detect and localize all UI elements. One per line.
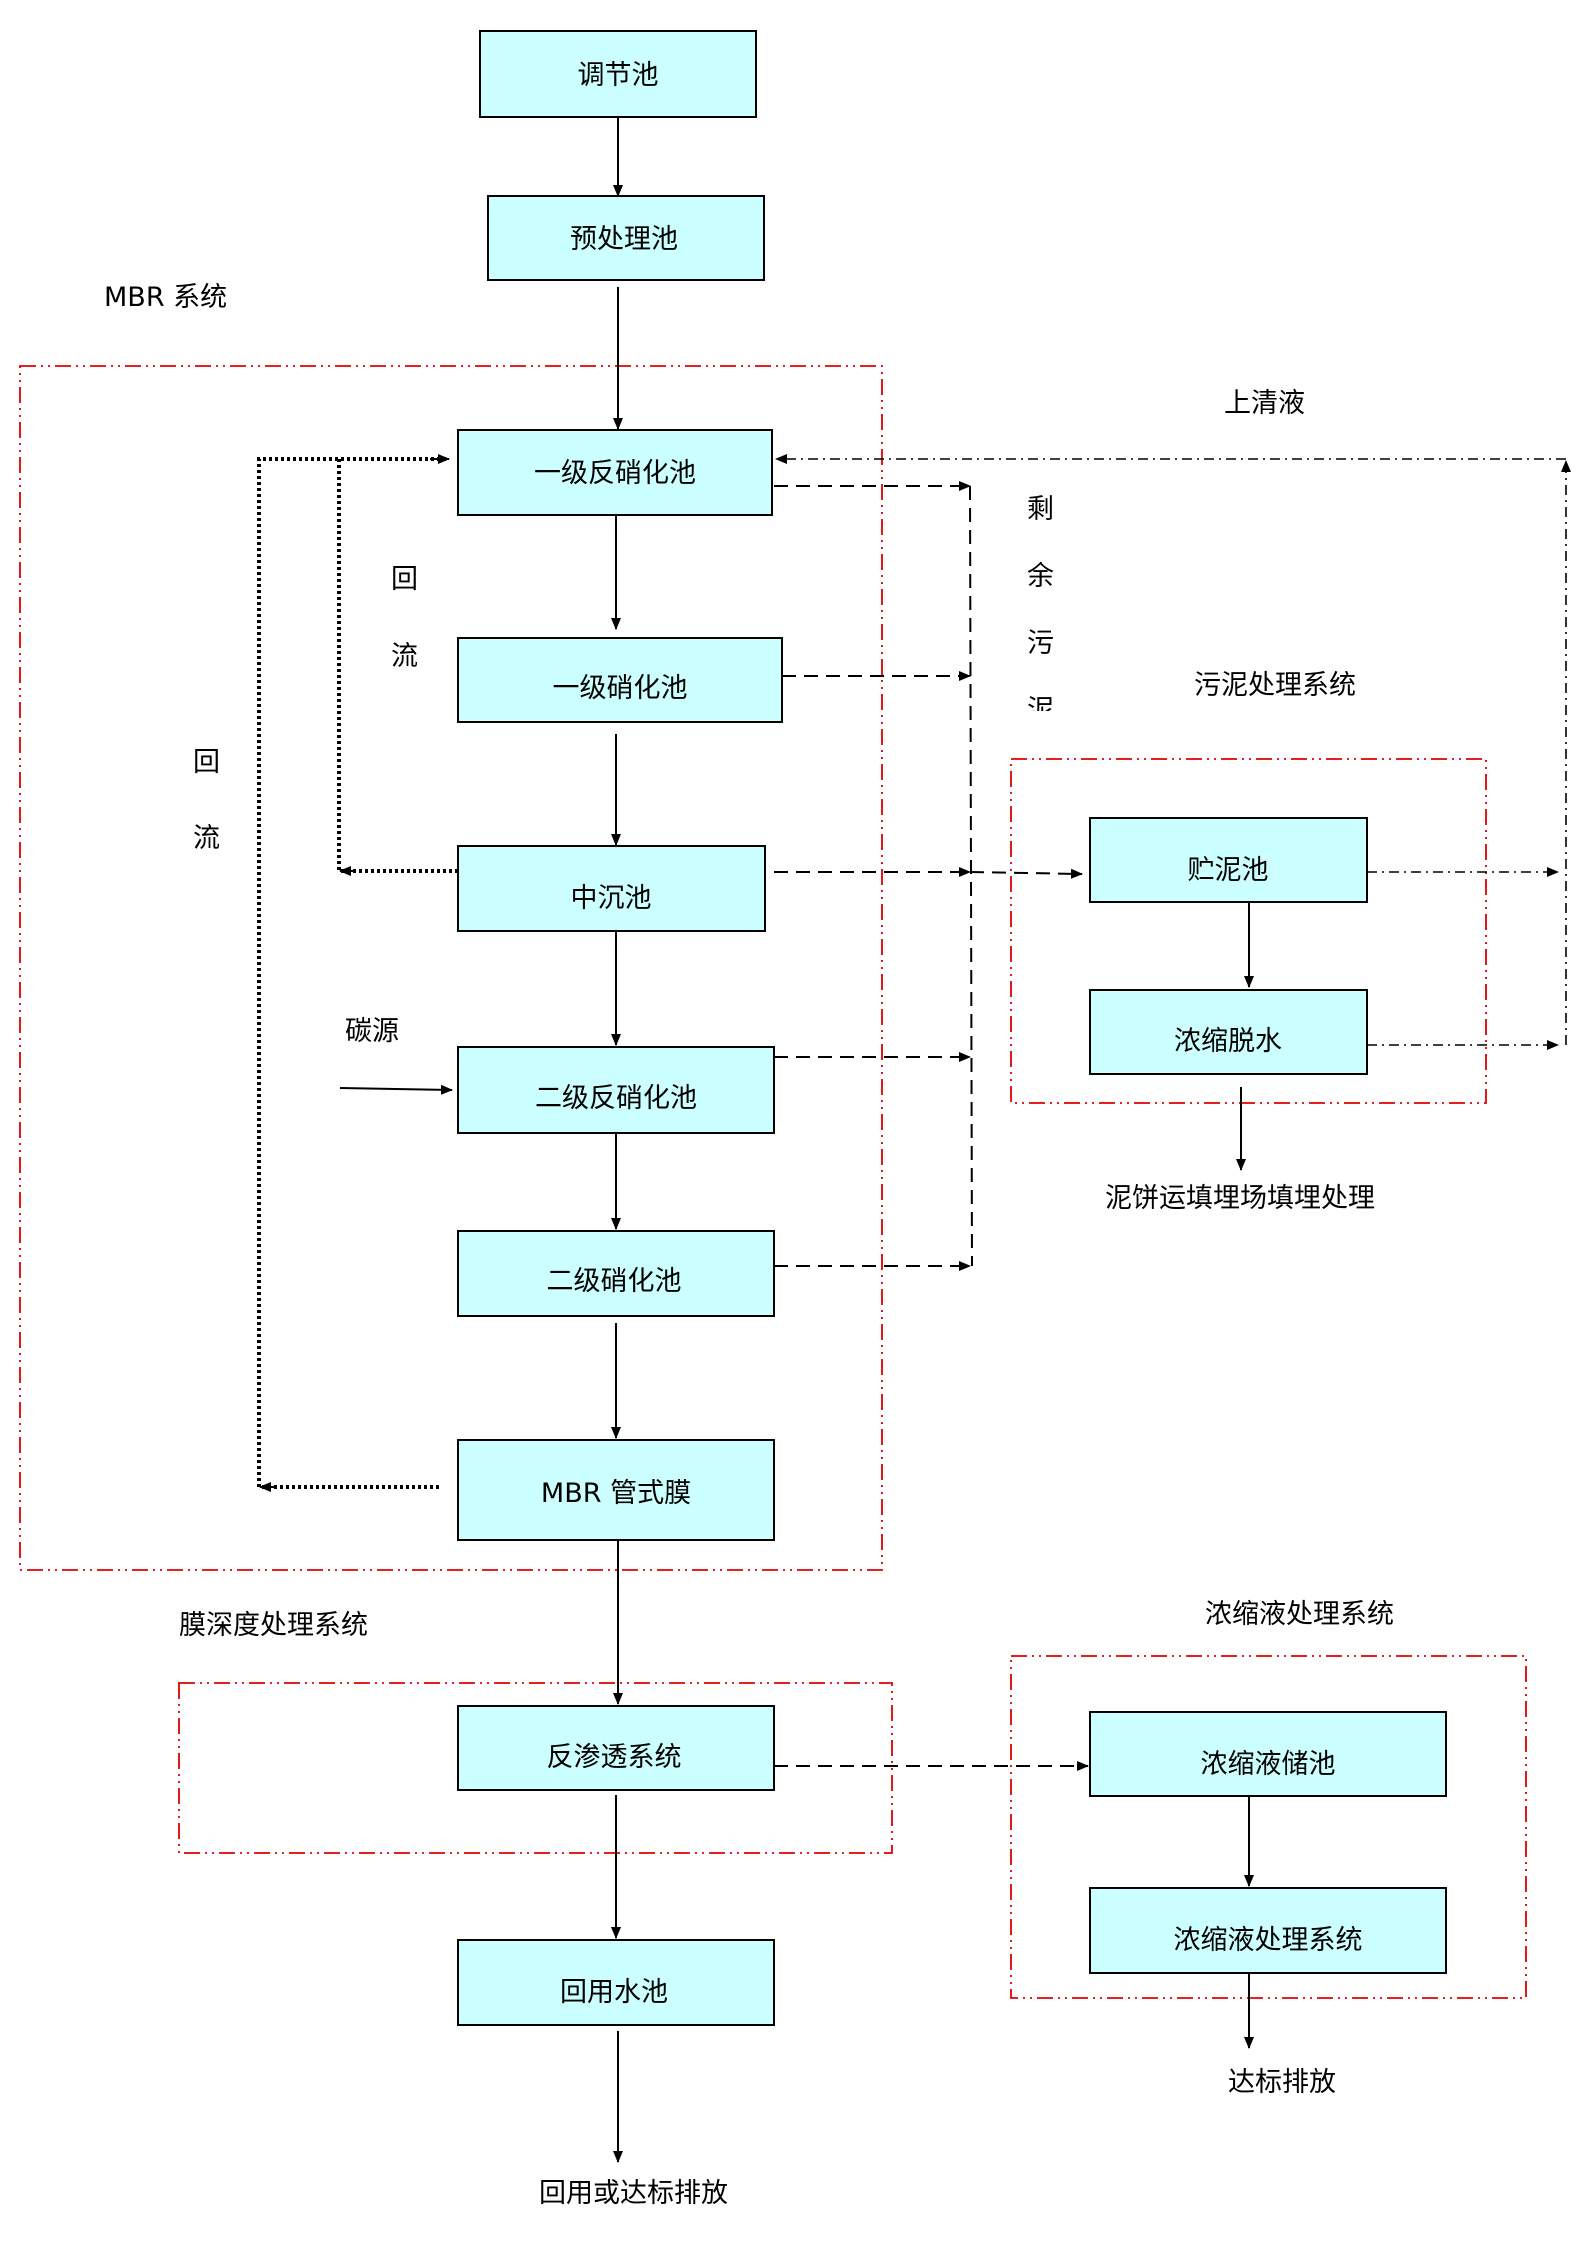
box-label: 一级反硝化池 (534, 458, 696, 489)
box-fanxiao2: 二级反硝化池 (457, 1046, 775, 1134)
box-nongsuoye-sys: 浓缩液处理系统 (1089, 1887, 1447, 1974)
box-zhongchen: 中沉池 (457, 845, 766, 932)
box-fanxiao1: 一级反硝化池 (457, 429, 773, 516)
label-char: 污 (1027, 628, 1054, 659)
label-char: 剩 (1027, 494, 1054, 525)
reuse-or-discharge-label: 回用或达标排放 (539, 2178, 728, 2209)
membrane-system-label: 膜深度处理系统 (179, 1610, 368, 1641)
mbr-system-group (19, 365, 883, 1571)
box-label: 预处理池 (570, 224, 678, 255)
box-label: 浓缩液储池 (1201, 1749, 1336, 1780)
concentrate-system-label: 浓缩液处理系统 (1205, 1599, 1394, 1630)
reflux-inner-label-1: 回 (391, 564, 418, 595)
box-fanshentou: 反渗透系统 (457, 1705, 775, 1791)
box-huiyong: 回用水池 (457, 1939, 775, 2026)
mbr-system-label: MBR 系统 (104, 282, 227, 313)
supernatant-return-arrows (775, 454, 1571, 1050)
main-flow-arrows (339, 117, 1254, 2163)
supernatant-label: 上清液 (1224, 388, 1305, 419)
box-zhuni: 贮泥池 (1089, 817, 1368, 903)
box-label: 二级反硝化池 (535, 1083, 697, 1114)
membrane-system-group (178, 1682, 893, 1854)
box-label: 一级硝化池 (553, 673, 688, 704)
sludge-system-group (1010, 758, 1487, 1104)
box-nongsuoye-chu: 浓缩液储池 (1089, 1711, 1447, 1797)
discharge-label: 达标排放 (1228, 2067, 1336, 2098)
sludge-cake-label: 泥饼运填埋场填埋处理 (1105, 1183, 1375, 1214)
reflux-outer-label-2: 流 (193, 823, 220, 854)
box-label: 浓缩脱水 (1174, 1026, 1282, 1057)
box-xiaohua2: 二级硝化池 (457, 1230, 775, 1317)
box-label: 中沉池 (571, 883, 652, 914)
label-char: 余 (1027, 561, 1054, 592)
label-char: 泥 (1027, 695, 1054, 726)
excess-sludge-label: 剩 余 污 泥 (1027, 494, 1054, 726)
reflux-inner-label-2: 流 (391, 641, 418, 672)
concentrate-system-group (1010, 1655, 1527, 1999)
box-label: MBR 管式膜 (541, 1478, 691, 1509)
box-label: 调节池 (578, 60, 659, 91)
box-nongsuo: 浓缩脱水 (1089, 989, 1368, 1075)
reflux-outer-label-1: 回 (193, 747, 220, 778)
box-xiaohua1: 一级硝化池 (457, 637, 783, 723)
excess-sludge-arrows (774, 481, 1089, 1771)
sludge-system-label: 污泥处理系统 (1194, 670, 1356, 701)
box-mbr: MBR 管式膜 (457, 1439, 775, 1541)
box-label: 回用水池 (560, 1977, 668, 2008)
reflux-arrows (257, 454, 458, 1492)
box-label: 浓缩液处理系统 (1174, 1925, 1363, 1956)
box-yuchuli: 预处理池 (487, 195, 765, 281)
carbon-source-label: 碳源 (345, 1016, 399, 1047)
box-tiaojie: 调节池 (479, 30, 757, 118)
box-label: 二级硝化池 (547, 1266, 682, 1297)
box-label: 反渗透系统 (547, 1742, 682, 1773)
box-label: 贮泥池 (1188, 855, 1269, 886)
